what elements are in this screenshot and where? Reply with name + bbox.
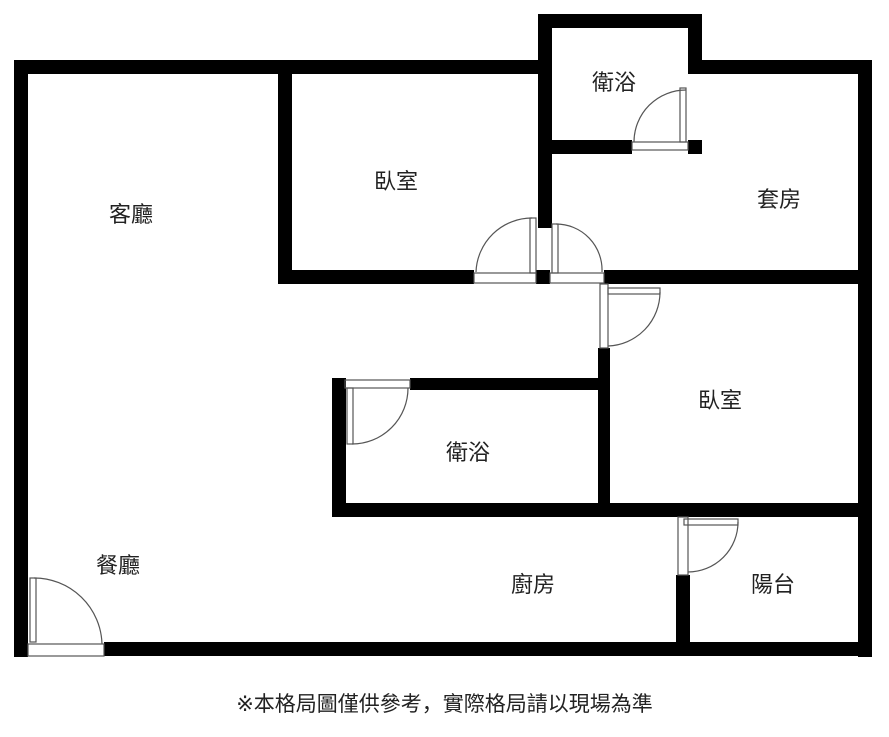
disclaimer-caption: ※本格局圖僅供參考，實際格局請以現場為準 <box>236 692 653 716</box>
label-bedroom-2: 臥室 <box>698 389 742 414</box>
label-bathroom-2: 衛浴 <box>446 441 490 466</box>
door-bedroom-1 <box>473 217 537 284</box>
door-entrance <box>27 577 105 657</box>
door-bedroom-2 <box>599 283 661 349</box>
door-bathroom-1 <box>631 87 689 151</box>
label-dining-room: 餐廳 <box>96 554 140 579</box>
label-suite: 套房 <box>757 188 801 213</box>
label-kitchen: 廚房 <box>511 573 555 598</box>
label-balcony: 陽台 <box>751 573 795 598</box>
door-bathroom-2 <box>344 379 411 445</box>
label-bedroom-1: 臥室 <box>374 170 418 195</box>
doors <box>27 87 739 657</box>
label-bathroom-1: 衛浴 <box>592 71 636 96</box>
walls <box>14 14 872 657</box>
door-balcony <box>677 516 739 576</box>
label-living-room: 客廳 <box>109 203 153 228</box>
door-suite <box>549 223 605 284</box>
